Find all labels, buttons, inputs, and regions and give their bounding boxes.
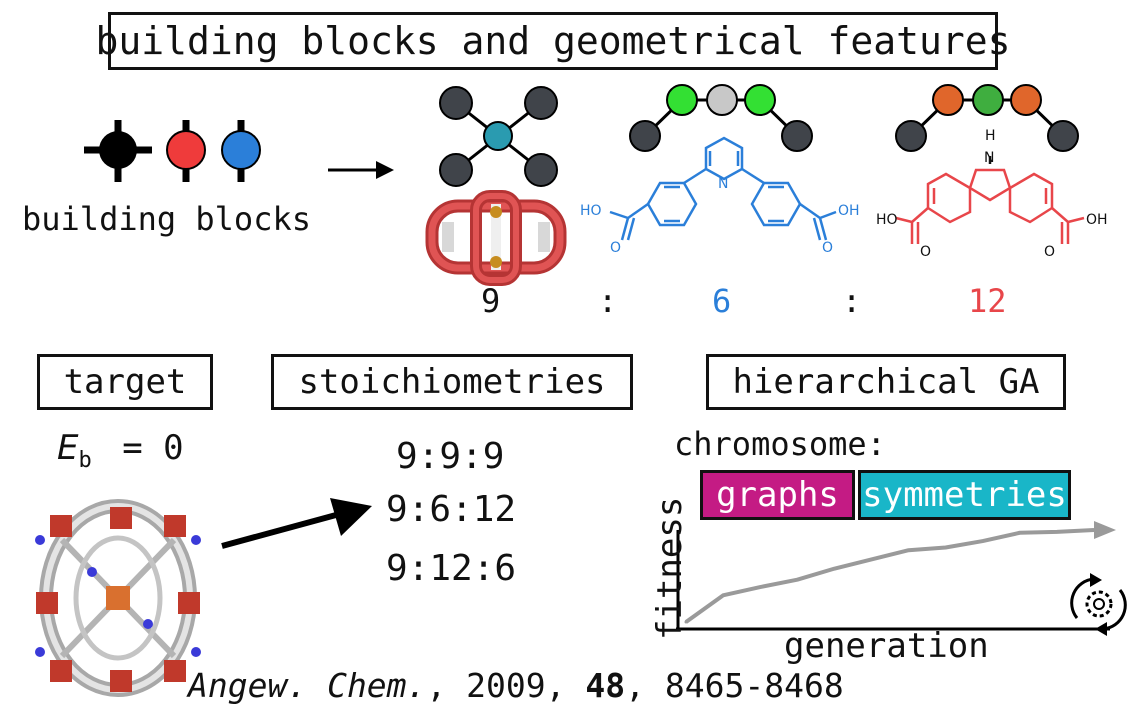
ratio-value-node: 9 [481,282,501,320]
building-blocks-label: building blocks [22,200,311,238]
reference-pages: 8465-8468 [664,666,844,705]
fitness-point [1092,528,1096,532]
chart-ylabel: fitness [650,496,690,640]
fitness-point [944,545,948,549]
fitness-point [684,620,688,624]
bipyridine-oxygen-right: O [822,240,834,256]
cage-structure-image [35,499,201,697]
fitness-point [907,548,911,552]
blue-linker-structure-icon [609,136,837,241]
carbazole-nitrogen: N [984,150,995,166]
short-arrow-icon [328,161,394,179]
reference-comma: , [426,666,467,705]
energy-subscript: b [78,448,92,473]
fitness-point [721,593,725,597]
ratio-separator: : [842,282,862,320]
bipyridine-acid-left: HO [580,203,602,219]
gene-graphs: graphs [700,470,855,520]
reference-citation: Angew. Chem., 2009, 48, 8465-8468 [188,666,844,705]
red-block-icon [166,120,206,182]
reference-journal: Angew. Chem. [188,666,427,705]
bipyridine-oxygen-left: O [610,240,622,256]
binding-energy: Eb = 0 [57,428,184,473]
fitness-point [795,578,799,582]
fitness-arrowhead [1094,521,1116,539]
ratio-value-blue: 6 [712,282,732,320]
carbazole-oxygen-left: O [920,244,932,260]
bipyridine-nitrogen: N [718,176,729,192]
ratio-separator: : [598,282,618,320]
energy-value: = 0 [122,428,184,468]
page-title: building blocks and geometrical features [95,19,1011,63]
cycle-gear-icon [1070,573,1127,636]
fitness-points [684,528,1096,624]
orange-linker-graph-icon [895,84,1079,152]
fitness-point [981,539,985,543]
reference-comma: , [625,666,665,705]
stoichiometry-item: 9:12:6 [386,548,517,589]
fitness-point [832,567,836,571]
reference-volume: 48 [585,666,626,705]
target-box: target [37,354,213,410]
long-arrow-icon [221,498,372,549]
title-box: building blocks and geometrical features [95,12,1011,70]
ratio-value-red: 12 [968,282,1007,320]
gene-symmetries: symmetries [858,470,1071,520]
stoichiometry-item: 9:6:12 [386,489,517,530]
target-label: target [63,362,187,402]
carbazole-acid-right: OH [1086,212,1108,228]
stoichiometries-box: stoichiometries [271,354,633,410]
fitness-point [1018,531,1022,535]
chromosome-label: chromosome: [674,425,886,463]
gene-symmetries-label: symmetries [862,475,1067,515]
carbazole-acid-left: HO [876,212,898,228]
fitness-point [869,557,873,561]
green-linker-graph-icon [629,84,813,152]
black-block-icon [84,120,152,182]
reference-year: 2009 [466,666,546,705]
reference-comma: , [545,666,586,705]
fitness-line [684,528,1095,624]
ga-label: hierarchical GA [732,362,1040,402]
carbazole-oxygen-right: O [1044,244,1056,260]
fitness-point [1055,530,1059,534]
stoichiometries-label: stoichiometries [298,362,606,402]
energy-symbol: E [57,428,79,468]
fitness-point [758,585,762,589]
paddlewheel-cluster-icon [425,190,567,286]
gene-graphs-label: graphs [716,475,839,515]
bipyridine-acid-right: OH [838,203,860,219]
carbazole-hydrogen: H [985,128,996,144]
chart-axes [676,530,1110,631]
blue-block-icon [221,120,261,182]
red-linker-structure-icon [895,156,1085,244]
chart-xlabel: generation [784,626,989,666]
ga-box: hierarchical GA [706,354,1066,410]
stoichiometry-item: 9:9:9 [396,436,505,477]
tetratopic-node-icon [439,86,558,187]
